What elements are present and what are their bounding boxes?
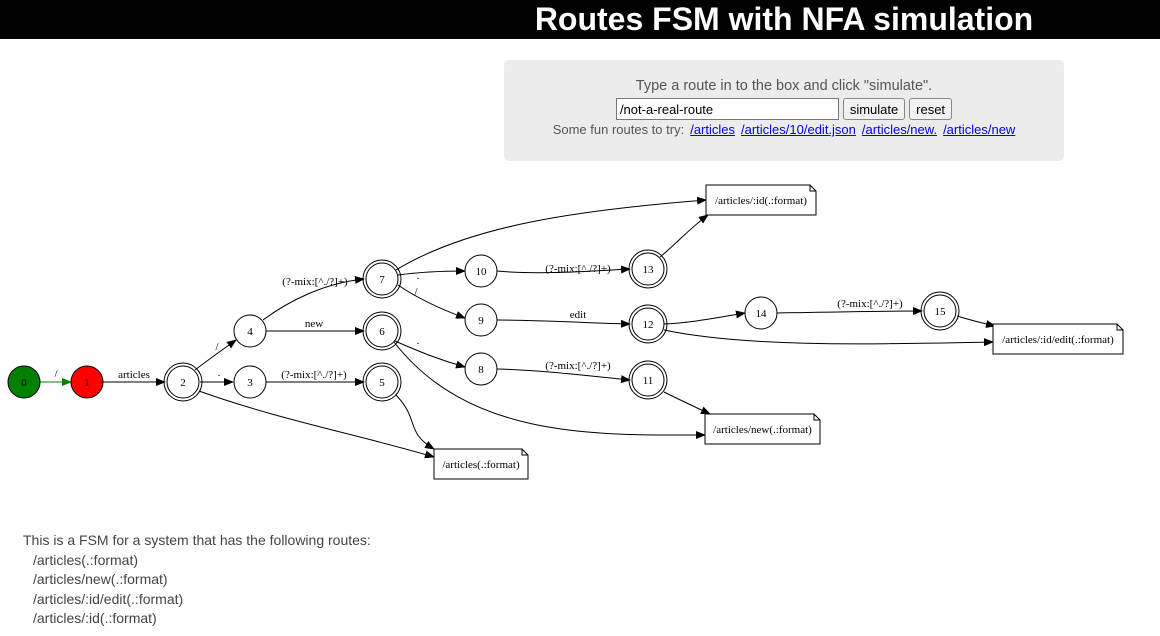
transition-2-to-4 [194,339,237,371]
state-14: 14 [744,296,778,330]
routes-description: This is a FSM for a system that has the … [23,531,371,629]
state-11: 11 [628,360,668,400]
state-label: 0 [21,377,27,389]
transition-12-to-14 [663,310,746,325]
route-item: /articles/:id(.:format) [33,610,157,626]
fun-routes-label: Some fun routes to try: [552,122,685,137]
state-9: 9 [464,303,498,337]
state-2: 2 [163,362,203,402]
simulator-instructions: Type a route in to the box and click "si… [635,78,933,94]
transition-label: / [54,368,58,380]
state-10: 10 [464,254,498,288]
transition-label: . [685,314,688,326]
route-note-articles-format: /articles(.:format) [433,448,529,480]
transition-7-to-articles-id-format [395,196,707,271]
route-input[interactable] [615,98,839,120]
route-note-articles-id-format: /articles/:id(.:format) [705,184,817,216]
state-label: 7 [379,274,385,286]
transition-label: (?-mix:[^./?]+) [545,360,611,372]
transition-9-to-12 [496,319,631,328]
route-note-label: /articles/new(.:format) [713,424,812,436]
state-label: 14 [756,308,768,320]
state-label: 3 [247,377,253,389]
state-4: 4 [233,314,267,348]
simulator-panel: Type a route in to the box and click "si… [504,60,1064,161]
state-12: 12 [628,304,668,344]
state-label: 9 [478,315,484,327]
state-label: 11 [643,375,654,387]
state-8: 8 [464,352,498,386]
transition-7-to-10 [397,267,466,276]
state-5: 5 [362,362,402,402]
route-note-articles-new-format: /articles/new(.:format) [704,413,821,445]
transition-label: articles [118,369,150,381]
fun-route-link[interactable]: /articles [690,122,735,137]
state-3: 3 [233,365,267,399]
state-6: 6 [362,311,402,351]
state-0: 0 [7,365,41,399]
transition-label: (?-mix:[^./?]+) [837,298,903,310]
state-label: 5 [379,377,385,389]
state-label: 8 [478,364,484,376]
state-7: 7 [362,259,402,299]
transition-2-to-articles-format [198,390,435,459]
fun-route-link[interactable]: /articles/new. [861,122,938,137]
fun-route-link[interactable]: /articles/new [943,122,1016,137]
transition-5-to-articles-format [395,394,435,450]
simulator-controls: simulate reset [504,98,1064,120]
fun-route-link[interactable]: /articles/10/edit.json [741,122,856,137]
transition-label: . [417,335,420,347]
transition-label: edit [570,309,587,321]
routes-intro: This is a FSM for a system that has the … [23,532,371,548]
transition-6-to-articles-new-format [393,341,706,440]
transition-14-to-15 [776,307,923,316]
transition-6-to-8 [394,340,466,369]
state-label: 10 [476,266,488,278]
route-note-label: /articles/:id/edit(.:format) [1002,334,1114,346]
transition-label: (?-mix:[^./?]+) [281,369,347,381]
transition-label: (?-mix:[^./?]+) [545,263,611,275]
fsm-diagram: /articles(.:format) /articles/new(.:forma… [7,184,1124,480]
simulate-button[interactable]: simulate [842,98,906,120]
state-13: 13 [628,249,668,289]
route-item: /articles/:id/edit(.:format) [33,590,184,607]
page-title: Routes FSM with NFA simulation [534,1,1034,37]
state-15: 15 [920,291,960,331]
route-item: /articles/new(.:format) [33,571,168,587]
transition-label: / [215,341,219,353]
route-note-articles-id-edit-format: /articles/:id/edit(.:format) [992,323,1124,355]
state-label: 12 [643,319,654,331]
state-1: 1 [70,365,104,399]
transition-7-to-9 [397,284,466,319]
fun-routes: Some fun routes to try: /articles/article… [504,122,1064,137]
transition-label: / [414,286,418,298]
transition-11-to-articles-new-format [663,391,711,415]
transition-label: . [417,270,420,282]
route-note-label: /articles(.:format) [442,459,520,471]
transition-15-to-articles-id-edit-format [956,315,996,328]
transition-label: (?-mix:[^./?]+) [282,276,348,288]
state-label: 6 [379,326,385,338]
transition-13-to-articles-id-format [659,214,709,258]
title-bar [0,0,1160,39]
transition-label: . [218,367,221,379]
state-label: 13 [643,264,655,276]
transition-8-to-11 [496,368,631,384]
state-label: 4 [247,326,253,338]
state-label: 15 [935,306,947,318]
state-label: 1 [84,377,90,389]
transition-10-to-13 [496,265,631,274]
route-note-label: /articles/:id(.:format) [715,195,807,207]
reset-button[interactable]: reset [909,98,953,120]
route-item: /articles(.:format) [33,551,139,568]
state-label: 2 [180,377,186,389]
transition-label: new [305,318,323,330]
transition-12-to-articles-id-edit-format [663,329,994,347]
transition-4-to-7 [262,275,365,321]
